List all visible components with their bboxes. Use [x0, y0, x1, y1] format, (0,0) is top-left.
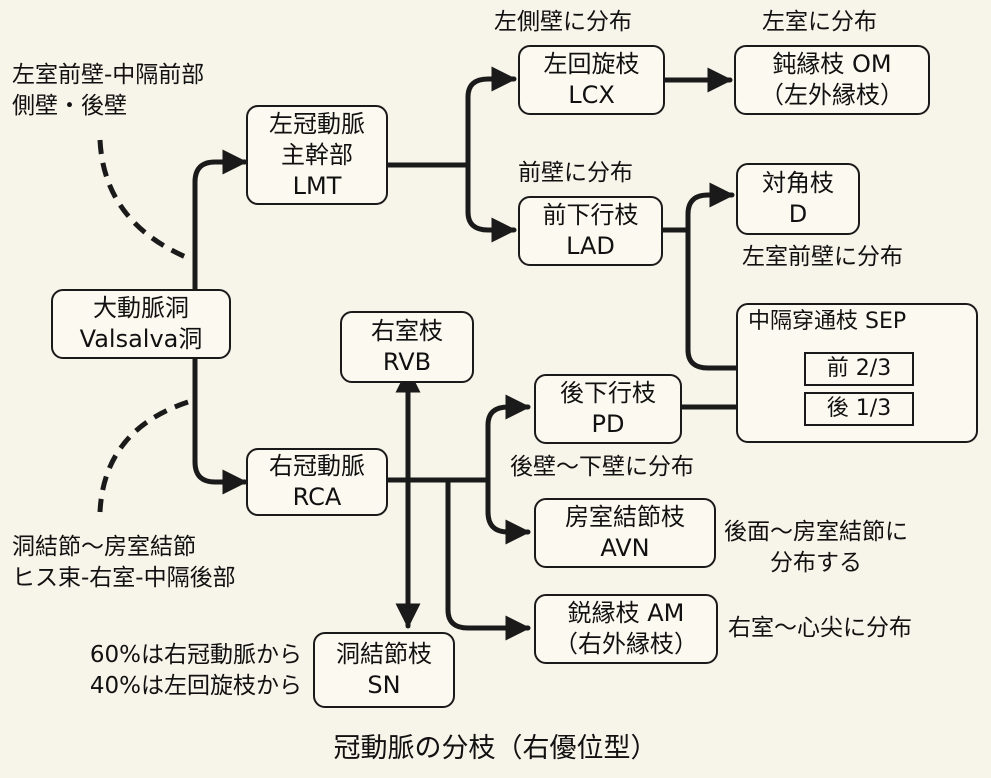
rca-territory-dashed [97, 399, 189, 513]
sn-note-line-2: 40%は左回旋枝から [89, 673, 302, 699]
sn-note-line-1: 60%は右冠動脈から [89, 642, 302, 668]
pd-label-2: PD [591, 410, 625, 438]
om-box: 鈍縁枝 OM （左外縁枝） [734, 45, 930, 115]
lmt-territory-line-1: 左室前壁-中隔前部 [12, 62, 205, 88]
lcx-box: 左回旋枝 LCX [518, 45, 665, 115]
diagram-caption: 冠動脈の分枝（右優位型） [333, 733, 658, 764]
avn-note-line-2: 分布する [770, 550, 862, 576]
am-note: 右室～心尖に分布 [728, 615, 912, 641]
sinus-label-1: 大動脈洞 [93, 294, 189, 322]
lcx-label-2: LCX [568, 81, 615, 109]
pd-label-1: 後下行枝 [560, 379, 656, 407]
rca-to-am-arrow [445, 477, 531, 641]
rca-label-2: RCA [292, 483, 342, 511]
rvb-label-1: 右室枝 [371, 317, 443, 345]
lmt-label-2: 主幹部 [281, 140, 353, 169]
avn-label-1: 房室結節枝 [565, 503, 685, 531]
sep-front-cell: 前 2/3 [804, 352, 914, 386]
om-label-1: 鈍縁枝 OM [772, 50, 892, 78]
sep-box: 中隔穿通枝 SEP 前 2/3 後 1/3 [736, 303, 978, 443]
avn-box: 房室結節枝 AVN [534, 498, 716, 568]
rvb-box: 右室枝 RVB [340, 311, 474, 383]
sep-title: 中隔穿通枝 SEP [748, 309, 907, 334]
sn-label-2: SN [367, 671, 401, 699]
rca-to-pd-arrow [485, 394, 531, 483]
pd-box: 後下行枝 PD [534, 374, 682, 444]
diag-box: 対角枝 D [736, 163, 860, 235]
sn-label-1: 洞結節枝 [336, 640, 432, 668]
sinus-label-2: Valsalva洞 [79, 325, 203, 353]
lad-label-2: LAD [566, 232, 615, 260]
sinus-to-lmt-arrow [192, 149, 248, 295]
lad-box: 前下行枝 LAD [518, 196, 663, 266]
lcx-label-1: 左回旋枝 [543, 50, 640, 78]
diag-label-1: 対角枝 [762, 169, 834, 197]
am-box: 鋭縁枝 AM （右外縁枝） [534, 594, 718, 664]
lmt-territory-dashed [97, 139, 189, 261]
rca-territory-line-2: ヒス束-右室-中隔後部 [12, 565, 236, 591]
om-label-2: （左外縁枝） [760, 81, 904, 109]
sinus-to-rca-arrow [192, 352, 248, 495]
diag-note: 左室前壁に分布 [742, 244, 903, 270]
lad-to-diag-arrow [660, 182, 735, 233]
lmt-territory-line-2: 側壁・後壁 [12, 93, 127, 119]
avn-note: 後面～房室結節に 分布する [724, 517, 908, 579]
sn-note: 60%は右冠動脈から 40%は左回旋枝から [12, 640, 302, 702]
sep-back-cell: 後 1/3 [804, 392, 914, 426]
rvb-label-2: RVB [382, 348, 432, 376]
lad-to-sep-arrow [685, 227, 803, 381]
am-label-1: 鋭縁枝 AM [567, 599, 685, 627]
avn-label-2: AVN [600, 534, 650, 562]
lmt-territory-note: 左室前壁-中隔前部 側壁・後壁 [12, 60, 204, 122]
rca-territory-line-1: 洞結節～房室結節 [12, 534, 196, 560]
rca-label-1: 右冠動脈 [269, 452, 365, 480]
am-label-2: （右外縁枝） [554, 630, 698, 658]
lad-note: 前壁に分布 [518, 160, 633, 186]
sn-box: 洞結節枝 SN [313, 632, 455, 708]
lmt-label-1: 左冠動脈 [269, 109, 365, 138]
lmt-box: 左冠動脈 主幹部 LMT [246, 105, 388, 205]
lcx-note: 左側壁に分布 [494, 9, 632, 35]
diag-label-2: D [788, 200, 808, 228]
lmt-to-lad-arrow [465, 162, 517, 243]
pd-note: 後壁～下壁に分布 [510, 454, 694, 480]
rca-to-avn-arrow [485, 477, 531, 545]
sinus-box: 大動脈洞 Valsalva洞 [51, 289, 231, 359]
lmt-to-lcx-arrow [465, 66, 517, 168]
avn-note-line-1: 後面～房室結節に [724, 519, 908, 545]
rca-box: 右冠動脈 RCA [246, 448, 388, 516]
lad-label-1: 前下行枝 [542, 201, 639, 229]
lmt-label-3: LMT [292, 171, 342, 200]
rca-territory-note: 洞結節～房室結節 ヒス束-右室-中隔後部 [12, 532, 236, 594]
om-note: 左室に分布 [762, 9, 877, 35]
